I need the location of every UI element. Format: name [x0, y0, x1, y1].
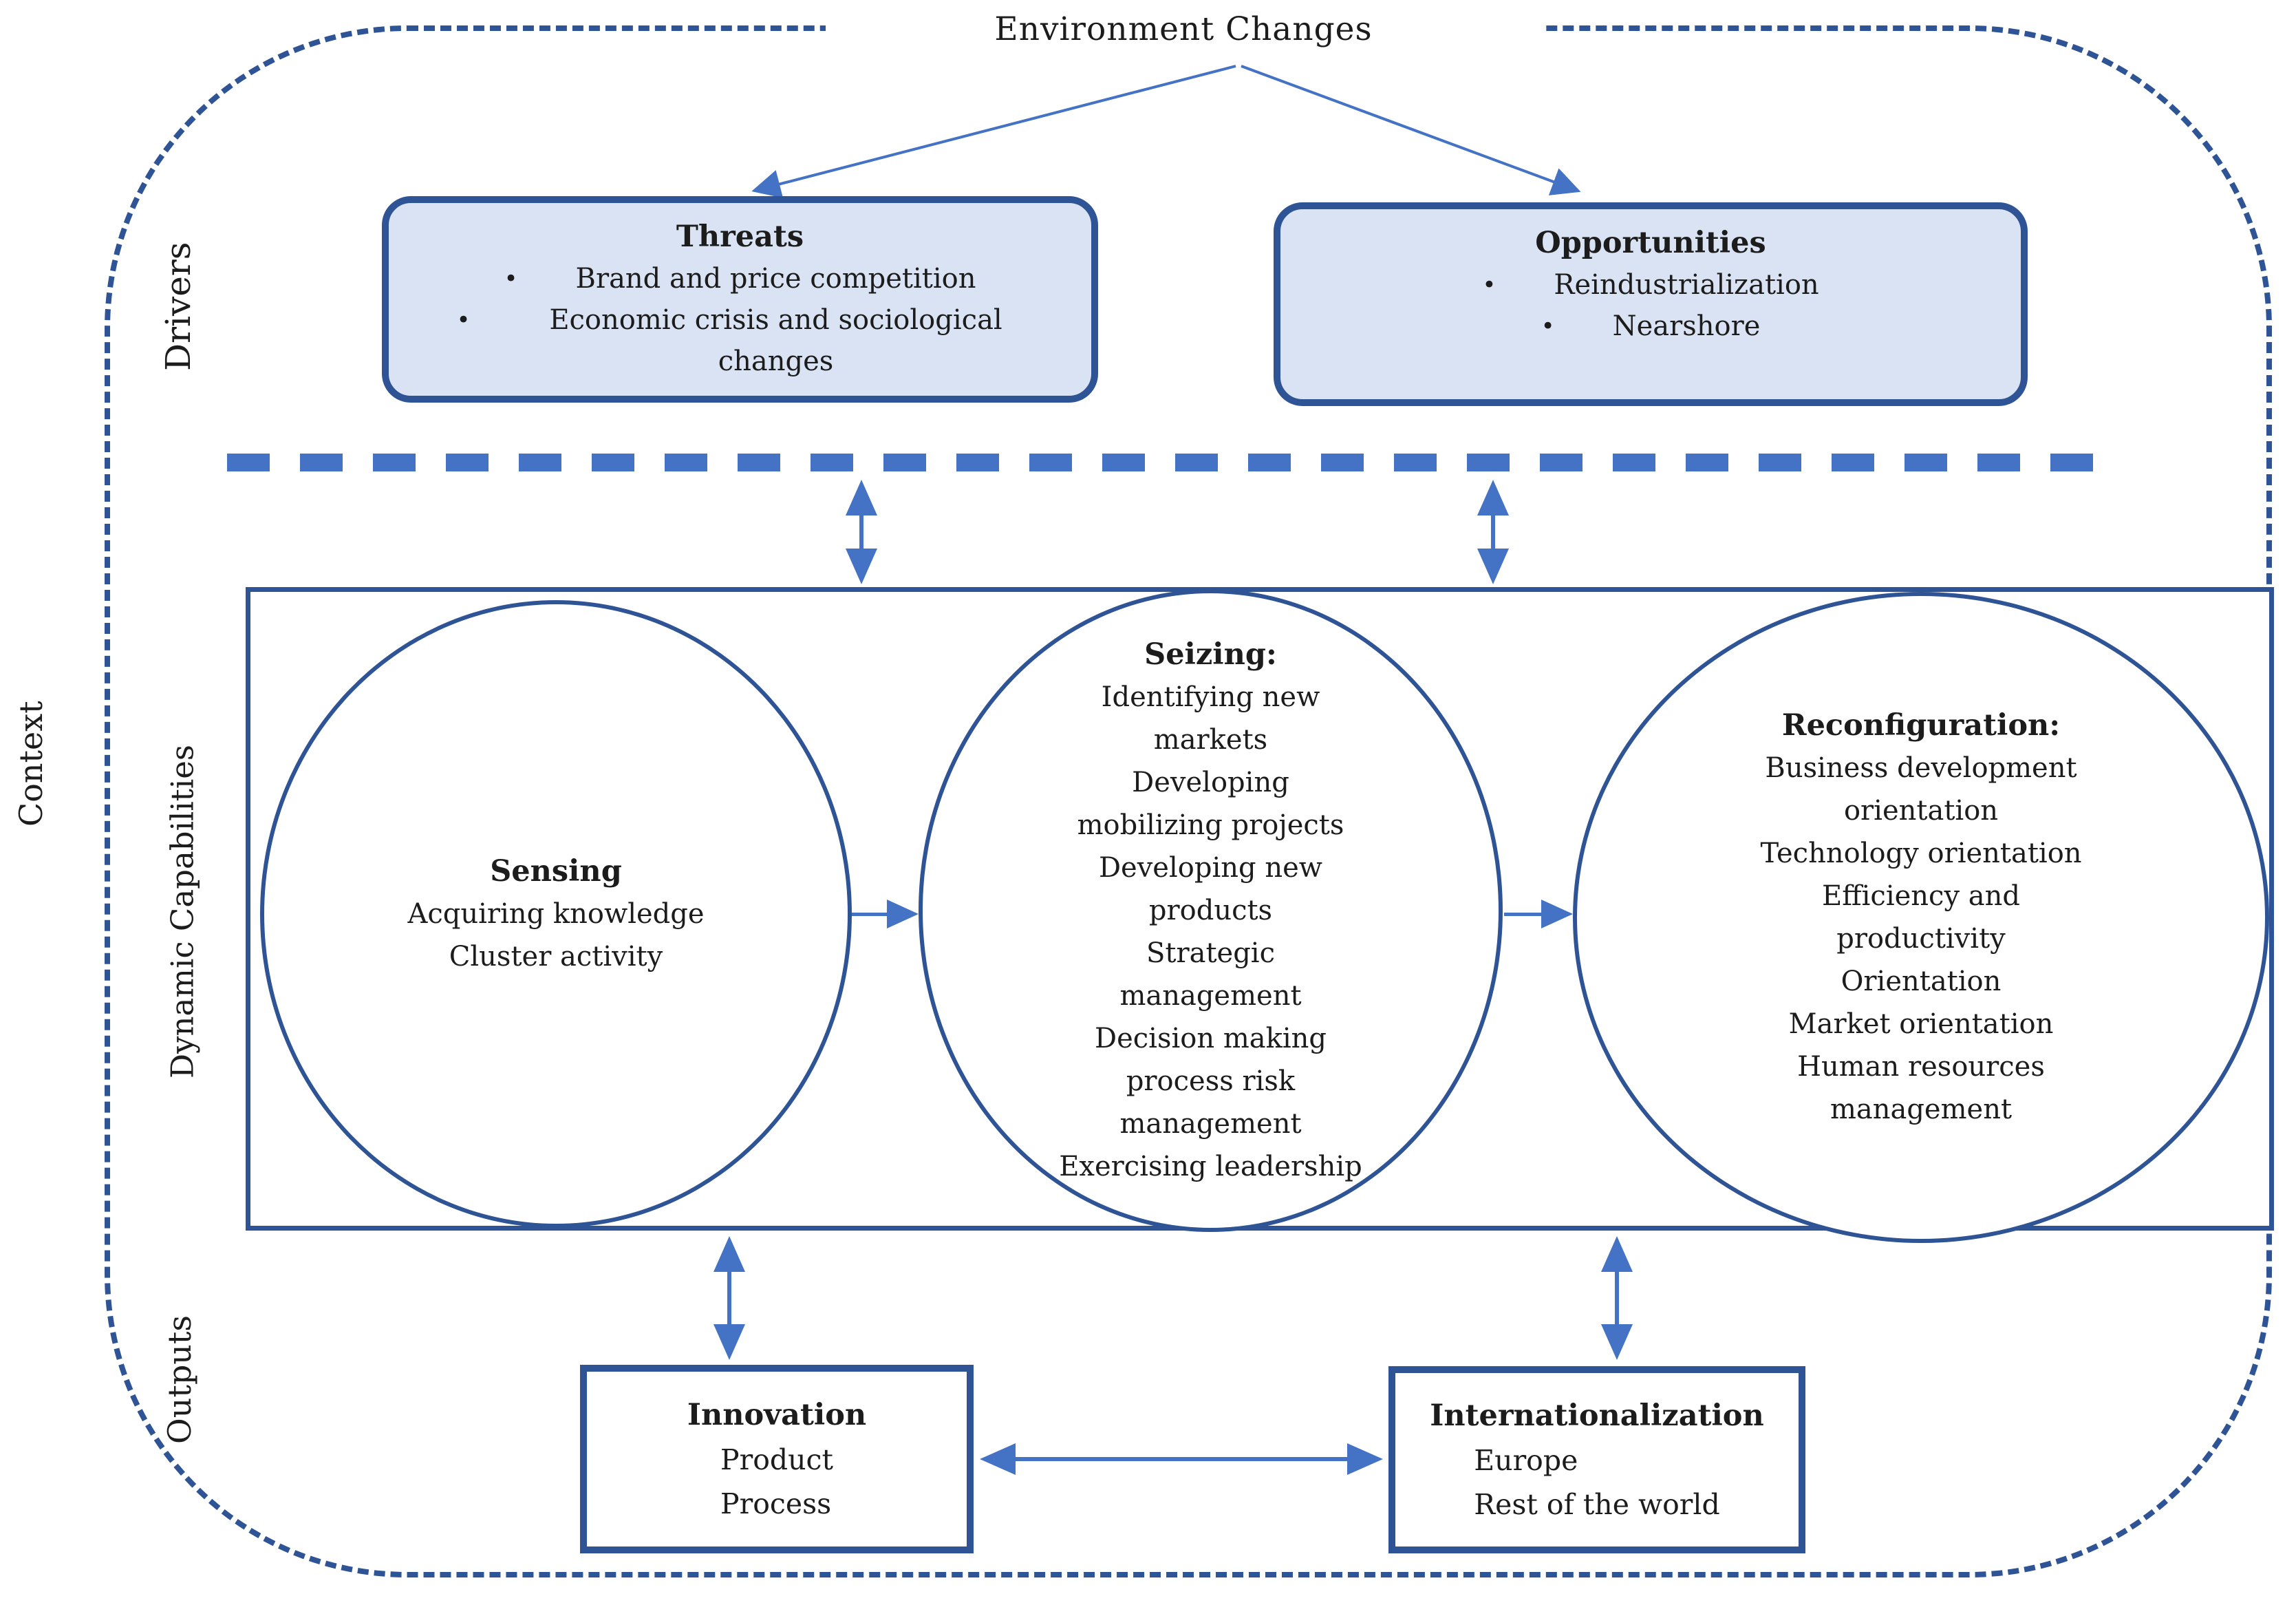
- bullet-item: • Brand and price competition: [389, 258, 1091, 299]
- bullet-icon: •: [456, 306, 471, 334]
- arrowhead-up-icon: [1601, 1236, 1633, 1272]
- bullet-label: Economic crisis and sociological changes: [549, 304, 1002, 377]
- arrowhead-down-icon: [1601, 1324, 1633, 1360]
- reconfiguration-circle: Reconfiguration: Business development or…: [1573, 592, 2269, 1243]
- arrowhead-right-icon: [1541, 900, 1573, 928]
- arrowhead-down-icon: [1477, 549, 1509, 584]
- capability-item: Orientation: [1841, 966, 2002, 997]
- reconfiguration-title: Reconfiguration:: [1781, 708, 2061, 743]
- arrow-sensing-to-seizing: [852, 900, 919, 928]
- arrowhead-up-icon: [1477, 480, 1509, 515]
- arrowhead-left-icon: [980, 1443, 1016, 1475]
- bullet-item: • Reindustrialization: [1280, 264, 2021, 306]
- opportunities-title: Opportunities: [1535, 226, 1766, 260]
- arrowhead-up-icon: [714, 1236, 745, 1272]
- arrow-shaft: [1491, 515, 1495, 549]
- page-title: Environment Changes: [826, 1, 1541, 56]
- capability-item: Identifying new markets: [1101, 681, 1320, 756]
- arrow-shaft: [1615, 1272, 1619, 1324]
- bullet-label: Reindustrialization: [1554, 269, 1819, 301]
- capability-item: Efficiency and productivity: [1822, 880, 2020, 955]
- opportunities-bullet-list: • Reindustrialization • Nearshore: [1280, 264, 2021, 347]
- outputs-label: Outputs: [161, 1315, 198, 1445]
- innovation-title: Innovation: [687, 1398, 867, 1432]
- dynamic-capabilities-label: Dynamic Capabilities: [164, 745, 201, 1079]
- bullet-label: Brand and price competition: [575, 263, 976, 295]
- arrow-shaft: [1504, 912, 1541, 916]
- capability-item: Human resources management: [1797, 1051, 2045, 1125]
- threats-box: Threats • Brand and price competition • …: [382, 196, 1098, 403]
- output-item: Process: [720, 1487, 832, 1520]
- capability-item: Decision making process risk management: [1095, 1023, 1327, 1140]
- arrowhead-down-icon: [714, 1324, 745, 1360]
- capability-item: Technology orientation: [1760, 838, 2082, 869]
- bullet-item: • Nearshore: [1280, 306, 2021, 347]
- arrow-shaft: [727, 1272, 731, 1324]
- bullet-icon: •: [504, 265, 518, 293]
- threats-title: Threats: [676, 220, 804, 254]
- threats-bullet-list: • Brand and price competition • Economic…: [389, 258, 1091, 382]
- double-arrow-innovation-internationalization: [980, 1443, 1383, 1475]
- bullet-icon: •: [1541, 312, 1555, 340]
- output-item: Europe: [1474, 1444, 1578, 1477]
- capability-item: Strategic management: [1119, 937, 1302, 1012]
- arrowhead-down-icon: [846, 549, 877, 584]
- arrow-seizing-to-reconfiguration: [1504, 900, 1573, 928]
- arrowhead-up-icon: [846, 480, 877, 515]
- context-label: Context: [12, 701, 50, 827]
- capability-item: Business development orientation: [1765, 752, 2077, 827]
- drivers-label: Drivers: [158, 242, 198, 371]
- bullet-label: Nearshore: [1612, 310, 1761, 342]
- arrow-shaft: [859, 515, 863, 549]
- double-arrow-threats-capabilities: [845, 480, 878, 584]
- double-arrow-capabilities-internationalization: [1600, 1236, 1633, 1360]
- capability-item: Cluster activity: [449, 941, 663, 972]
- capability-item: Acquiring knowledge: [407, 898, 705, 930]
- arrow-shaft: [852, 912, 887, 916]
- capability-item: Market orientation: [1788, 1008, 2054, 1040]
- double-arrow-capabilities-innovation: [713, 1236, 746, 1360]
- capability-item: Exercising leadership: [1059, 1151, 1362, 1182]
- bullet-item: • Economic crisis and sociological chang…: [389, 299, 1091, 382]
- output-item: Product: [720, 1443, 833, 1476]
- arrowhead-right-icon: [887, 900, 919, 928]
- capability-item: Developing new products: [1098, 852, 1323, 926]
- double-arrow-opportunities-capabilities: [1477, 480, 1510, 584]
- opportunities-box: Opportunities • Reindustrialization • Ne…: [1274, 202, 2028, 406]
- output-item: Rest of the world: [1474, 1488, 1720, 1521]
- arrow-shaft: [1016, 1457, 1347, 1461]
- drivers-separator-dashed-line: [227, 454, 2107, 471]
- capability-item: Developing mobilizing projects: [1077, 767, 1344, 841]
- arrowhead-right-icon: [1347, 1443, 1383, 1475]
- bullet-icon: •: [1482, 271, 1496, 299]
- seizing-title: Seizing:: [1144, 637, 1277, 672]
- reconfiguration-content: Reconfiguration: Business development or…: [1756, 704, 2086, 1131]
- sensing-title: Sensing: [490, 854, 622, 889]
- internationalization-title: Internationalization: [1430, 1399, 1764, 1433]
